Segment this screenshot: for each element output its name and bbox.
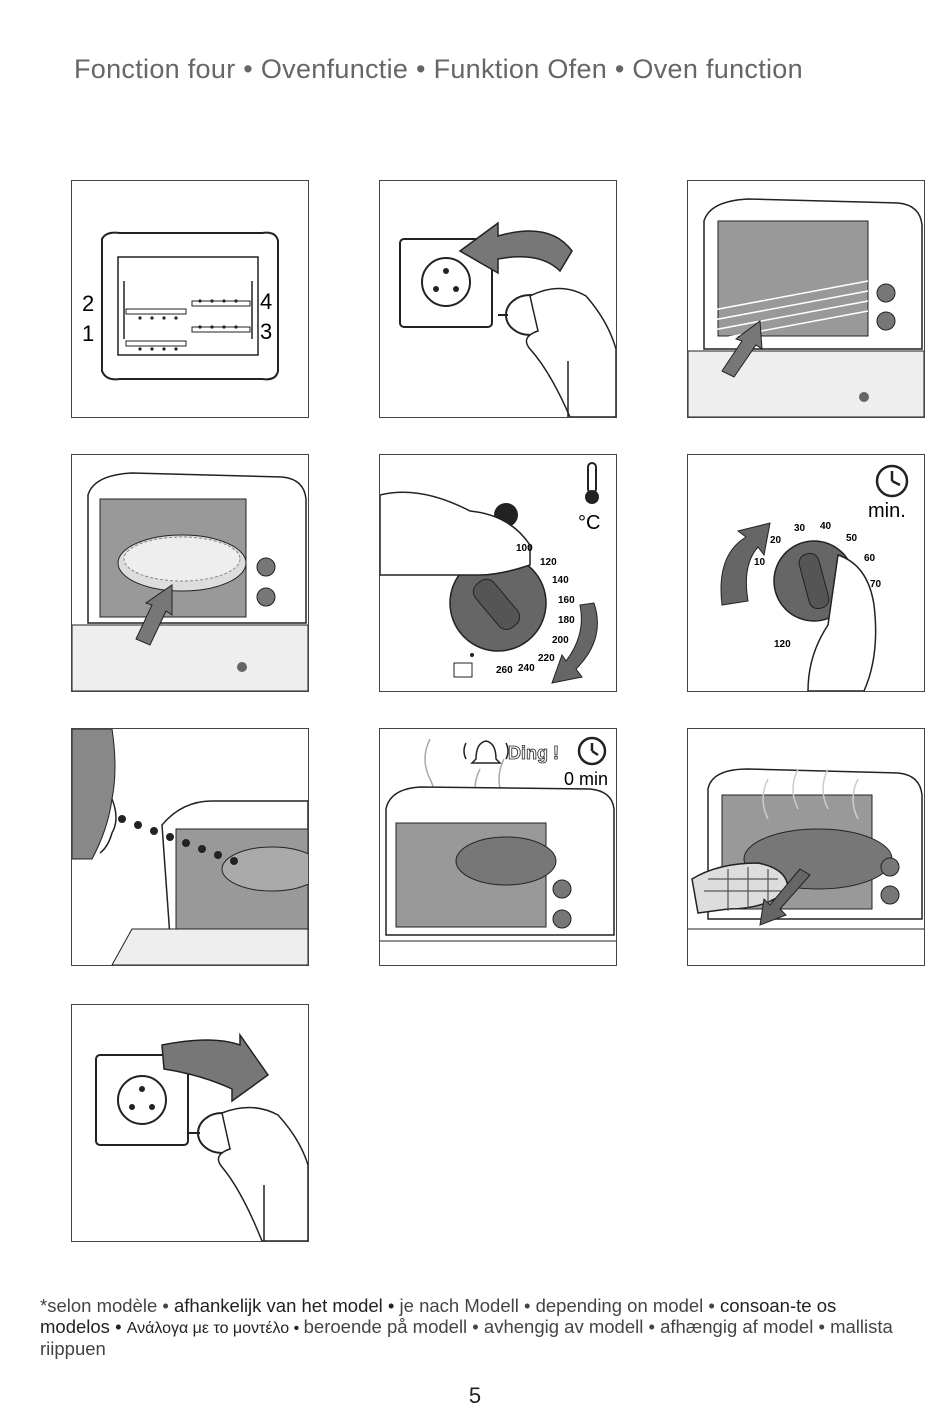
temp-tick: 200 [552, 635, 569, 646]
min-tick: 120 [774, 639, 791, 650]
step-panel-insert-rack [687, 180, 925, 418]
temp-tick: 100 [516, 543, 533, 554]
min-tick: 60 [864, 553, 876, 564]
step-panel-plug-in [379, 180, 617, 418]
min-tick: 70 [870, 579, 882, 590]
step-panel-remove-dish [687, 728, 925, 966]
min-tick: 30 [794, 523, 806, 534]
step-panel-rack-positions: 2 1 4 3 [71, 180, 309, 418]
min-tick: 20 [770, 535, 782, 546]
rack-label-2: 2 [82, 291, 94, 316]
footnote-fr: *selon modèle • [40, 1295, 174, 1316]
timer-zero: 0 min [564, 769, 608, 789]
footnote-en: depending on model • [535, 1295, 721, 1316]
footnote-nl: afhankelijk van het model • [174, 1295, 400, 1316]
temperature-dial-illustration: °C 100 120 140 160 180 200 220 240 260 [380, 462, 600, 684]
temp-tick: 240 [518, 663, 535, 674]
unplug-illustration [95, 1032, 308, 1241]
step-panel-timer: min. 10 20 30 40 50 60 70 120 [687, 454, 925, 692]
footnote-sv: beroende på modell • [303, 1315, 484, 1337]
temp-tick: 220 [538, 653, 555, 664]
insert-dish-illustration [72, 472, 308, 691]
insert-rack-illustration [688, 198, 924, 417]
footnote-el: Ανάλογα με το μοντέλο • [126, 1319, 304, 1337]
footnote-da: afhængig af model • [660, 1315, 831, 1337]
rack-label-1: 1 [82, 321, 94, 346]
remove-dish-illustration [688, 768, 924, 930]
step-panel-watch-cooking [71, 728, 309, 966]
temperature-unit: °C [578, 512, 600, 534]
page-title: Fonction four • Ovenfunctie • Funktion O… [74, 54, 803, 84]
temperature-scale: 100 120 140 160 180 200 220 240 260 [496, 543, 575, 676]
ding-illustration: Ding ! 0 min [380, 736, 616, 942]
temp-tick: 140 [552, 575, 569, 586]
min-tick: 40 [820, 521, 832, 532]
step-panel-temperature: °C 100 120 140 160 180 200 220 240 260 [379, 454, 617, 692]
temp-tick: 180 [558, 615, 575, 626]
thermometer-icon [585, 462, 599, 504]
footnote-de: je nach Modell • [399, 1295, 536, 1316]
clock-icon [875, 464, 909, 498]
plug-in-illustration [399, 221, 616, 417]
step-panel-unplug [71, 1004, 309, 1242]
rack-positions-diagram: 2 1 4 3 [82, 231, 279, 381]
temp-tick: 120 [540, 557, 557, 568]
rack-label-4: 4 [260, 289, 272, 314]
oven-icon [453, 662, 473, 678]
clock-icon [577, 736, 607, 766]
bell-icon [463, 740, 509, 764]
footnote-fi: mallista riippuen [40, 1315, 893, 1359]
footnote-no: avhengig av modell • [483, 1315, 661, 1337]
model-footnote: *selon modèle • afhankelijk van het mode… [40, 1295, 900, 1360]
temp-tick: 260 [496, 665, 513, 676]
step-panel-ding: Ding ! 0 min [379, 728, 617, 966]
ding-label: Ding ! [508, 743, 559, 763]
rack-label-3: 3 [260, 319, 272, 344]
page-number: 5 [468, 1383, 482, 1408]
timer-dial-illustration: min. 10 20 30 40 50 60 70 120 [720, 464, 909, 691]
temp-tick: 160 [558, 595, 575, 606]
min-tick: 50 [846, 533, 858, 544]
watch-cooking-illustration [72, 729, 308, 965]
step-panel-insert-dish [71, 454, 309, 692]
footnote-pt: consoan-te os modelos • [40, 1295, 837, 1337]
min-tick: 10 [754, 557, 766, 568]
timer-scale: 10 20 30 40 50 60 70 120 [754, 521, 882, 650]
timer-unit: min. [868, 500, 906, 522]
